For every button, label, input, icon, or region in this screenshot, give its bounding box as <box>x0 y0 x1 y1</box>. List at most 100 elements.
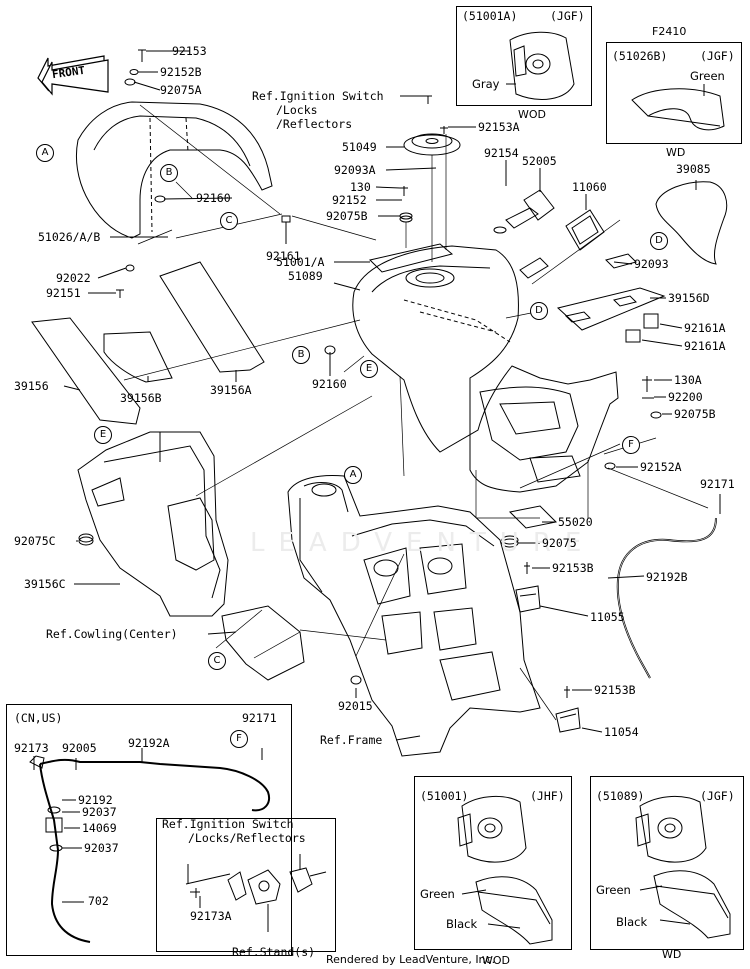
ref-frame: Ref.Frame <box>320 733 383 747</box>
bracket-drawings <box>515 585 581 733</box>
inset-cn-us-title: (CN,US) <box>14 711 63 725</box>
part-11054: 11054 <box>604 725 639 739</box>
part-92022: 92022 <box>56 271 91 285</box>
part-92153: 92153 <box>172 44 207 58</box>
part-92153a: 92153A <box>478 120 520 134</box>
part-92171: 92171 <box>700 477 735 491</box>
part-39156a: 39156A <box>210 383 252 397</box>
part-92200: 92200 <box>668 390 703 404</box>
inset-51089-code: (51089) <box>596 789 645 803</box>
part-92075b-b: 92075B <box>674 407 716 421</box>
part-92161a-b: 92161A <box>684 339 726 353</box>
part-51001: 51001/A <box>276 255 325 269</box>
cn-us-hose-drawing <box>29 748 270 943</box>
part-55020: 55020 <box>558 515 593 529</box>
inset-cn-us <box>6 704 292 956</box>
callout-b-2: B <box>292 346 310 364</box>
callout-e-1: E <box>360 360 378 378</box>
part-92192: 92192 <box>78 793 113 807</box>
part-92005: 92005 <box>62 741 97 755</box>
part-11055: 11055 <box>590 610 625 624</box>
inset-51089-note: WD <box>662 948 682 961</box>
part-39085: 39085 <box>676 162 711 176</box>
callout-b-1: B <box>160 164 178 182</box>
frame-drawing <box>287 475 541 757</box>
callout-a-2: A <box>344 466 362 484</box>
callout-e-2: E <box>94 426 112 444</box>
inset-51026b-variant: (JGF) <box>700 49 735 63</box>
inset-51026b-drawing <box>631 84 725 131</box>
callout-a-1: A <box>36 144 54 162</box>
part-130a: 130A <box>674 373 702 387</box>
inset-51001-code: (51001) <box>420 789 469 803</box>
part-51089: 51089 <box>288 269 323 283</box>
part-39156d: 39156D <box>668 291 710 305</box>
part-14069: 14069 <box>82 821 117 835</box>
inner-panel-drawing <box>77 431 229 617</box>
cover-39085-drawing <box>655 181 728 265</box>
inset-51026b-color: Green <box>690 69 725 83</box>
bolt-drawings <box>116 49 654 698</box>
callout-c-1: C <box>220 212 238 230</box>
leader-lines <box>63 50 721 741</box>
ref-cowling-center: Ref.Cowling(Center) <box>46 627 178 641</box>
inset-51089-drawing <box>635 795 731 939</box>
inset-51001-drawing <box>457 796 553 945</box>
part-92153b: 92153B <box>552 561 594 575</box>
callout-d-1: D <box>530 302 548 320</box>
inset-51001a-drawing <box>506 31 575 100</box>
inset-51089-variant: (JGF) <box>700 789 735 803</box>
part-92160-b: 92160 <box>312 377 347 391</box>
part-92192a: 92192A <box>128 736 170 750</box>
part-130: 130 <box>350 180 371 194</box>
part-92075a: 92075A <box>160 83 202 97</box>
part-92161: 92161 <box>266 249 301 263</box>
callout-f-2: F <box>230 730 248 748</box>
part-702: 702 <box>88 894 109 908</box>
part-92173a: 92173A <box>190 909 232 923</box>
tank-pad-drawing <box>556 253 666 343</box>
part-92153b-b: 92153B <box>594 683 636 697</box>
cowling-drawing <box>221 605 305 681</box>
inset-51001-green: Green <box>420 887 455 901</box>
ref-ignition-1: Ref.Ignition Switch <box>252 89 384 103</box>
inset-51089-green: Green <box>596 883 631 897</box>
part-11060: 11060 <box>572 180 607 194</box>
part-39156: 39156 <box>14 379 49 393</box>
inset-51001a-variant: (JGF) <box>550 9 585 23</box>
pad-drawings <box>31 261 265 425</box>
part-92173: 92173 <box>14 741 49 755</box>
inset-51026b-code: (51026B) <box>612 49 668 63</box>
inset-51001a <box>456 6 592 106</box>
part-92093: 92093 <box>634 257 669 271</box>
inset-51001a-code: (51001A) <box>462 9 518 23</box>
inset-51026b-note: WD <box>666 146 686 159</box>
part-51049: 51049 <box>342 140 377 154</box>
part-92160-a: 92160 <box>196 191 231 205</box>
inset-51001a-color: Gray <box>472 77 500 91</box>
inset-51001a-note: WOD <box>518 108 547 121</box>
ref-stand: Ref.Stand(s) <box>232 945 316 959</box>
part-92015: 92015 <box>338 699 373 713</box>
inset-51001-variant: (JHF) <box>530 789 565 803</box>
inset-51089-black: Black <box>616 915 648 929</box>
part-92152b: 92152B <box>160 65 202 79</box>
part-92075b: 92075B <box>326 209 368 223</box>
part-92075: 92075 <box>542 536 577 550</box>
inset-ignition-ref-1: Ref.Ignition Switch <box>162 817 294 831</box>
part-92151: 92151 <box>46 286 81 300</box>
callout-d-2: D <box>650 232 668 250</box>
footer-credit: Rendered by LeadVenture, Inc. <box>326 953 496 966</box>
diagram-code: F2410 <box>652 25 687 38</box>
hose-drawing <box>616 517 717 679</box>
side-cover-drawing <box>75 101 273 239</box>
inset-51001-note: WOD <box>482 954 511 967</box>
filler-cap-drawing <box>403 133 461 156</box>
part-52005: 52005 <box>522 154 557 168</box>
part-92075c: 92075C <box>14 534 56 548</box>
callout-f-1: F <box>622 436 640 454</box>
mat-drawing <box>508 505 558 529</box>
ignition-switch-drawing <box>185 854 327 932</box>
part-39156b: 39156B <box>120 391 162 405</box>
